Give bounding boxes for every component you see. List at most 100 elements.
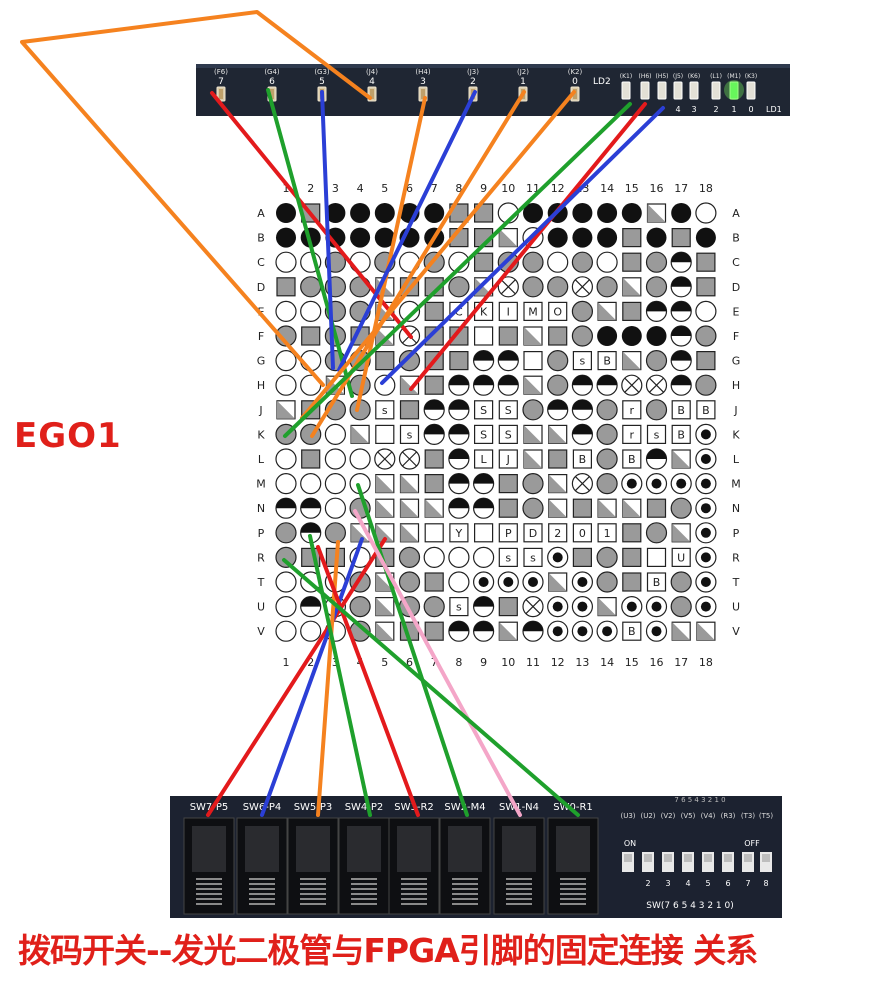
ball-D1 <box>276 277 296 297</box>
ball-half <box>572 375 593 386</box>
ball-half <box>646 449 667 459</box>
ball-B13 <box>572 227 593 248</box>
ball-diagonal <box>598 499 617 518</box>
ball-half <box>473 350 494 361</box>
ball-label: S <box>505 428 512 441</box>
ball-V2 <box>300 620 322 642</box>
grid-column-label: 8 <box>455 656 462 669</box>
ball-L15 <box>622 449 642 469</box>
ball-U17 <box>670 595 692 618</box>
ball-half <box>671 350 692 361</box>
switch-window <box>245 826 279 872</box>
dip-pin-label: (T3) <box>741 812 755 820</box>
ball-D11 <box>522 276 544 298</box>
grid-row-label: E <box>733 305 740 318</box>
grid-column-label: 5 <box>381 182 388 195</box>
switch-label: SW5-P3 <box>294 802 333 813</box>
wire-G4 <box>266 88 354 398</box>
ld1-pin-label: (K6) <box>688 73 700 80</box>
ball-label: I <box>507 305 510 318</box>
ball-C8 <box>448 251 470 273</box>
ball-F12 <box>548 326 568 346</box>
ball-cross <box>574 279 590 295</box>
grid-column-label: 1 <box>283 656 290 669</box>
sw-row-label: SW(7 6 5 4 3 2 1 0) <box>646 901 733 911</box>
ball-B15 <box>622 228 642 248</box>
dip-number-label: 2 <box>645 879 650 888</box>
ball-diagonal <box>400 523 419 542</box>
ball-C12 <box>547 251 569 273</box>
ball-A1 <box>276 203 296 223</box>
ball-dot <box>700 527 711 538</box>
ball-B18 <box>695 227 716 248</box>
switch-ridge <box>351 898 377 900</box>
ld1-number-label: 2 <box>713 105 718 114</box>
ball-half <box>276 498 296 509</box>
fpga-ball-grid: 1122334455667788991010111112121313141415… <box>256 182 741 669</box>
dip-on-label: ON <box>624 839 636 848</box>
ball-diagonal <box>548 425 567 444</box>
switch-ridge <box>560 888 586 890</box>
led-body <box>219 89 223 99</box>
ball-T7 <box>424 572 444 592</box>
ball-half <box>424 399 445 410</box>
switch-ridge <box>452 883 478 885</box>
led-strip-pcb <box>196 64 790 116</box>
grid-row-label: B <box>257 232 265 245</box>
ball-dot <box>602 626 613 637</box>
ball-A3 <box>325 203 346 223</box>
connection-wires <box>20 10 665 817</box>
wire-R2 <box>316 545 420 817</box>
ball-half <box>572 399 593 410</box>
dip-knob <box>624 854 632 862</box>
dip-knob <box>684 854 692 862</box>
wire-J3 <box>337 90 477 372</box>
ld1-pin-label: (K3) <box>745 73 757 80</box>
ball-V15 <box>622 621 642 641</box>
ball-B14 <box>597 227 618 248</box>
wire-P5 <box>206 537 387 817</box>
wire-R1 <box>282 558 580 817</box>
ball-P14 <box>597 523 617 543</box>
wire-M4 <box>356 483 469 817</box>
ball-L13 <box>572 449 593 469</box>
switch-ridge <box>300 878 326 880</box>
grid-column-label: 14 <box>600 656 614 669</box>
ball-M2 <box>300 473 322 495</box>
ball-C11 <box>522 251 544 273</box>
ball-A11 <box>523 203 543 223</box>
ball-U1 <box>275 595 297 618</box>
ball-L14 <box>596 448 618 470</box>
grid-row-label: H <box>257 379 265 392</box>
ball-C13 <box>571 251 594 273</box>
ball-A17 <box>671 203 692 223</box>
ld1-number-label: 4 <box>675 105 680 114</box>
switch-label: SW4-P2 <box>345 802 384 813</box>
switch-window <box>347 826 381 872</box>
ball-half <box>523 621 543 632</box>
ball-D4 <box>349 276 371 298</box>
ball-label: B <box>702 404 710 417</box>
ball-diagonal <box>622 499 641 518</box>
switch-ridge <box>196 898 222 900</box>
ball-diagonal <box>474 277 493 296</box>
ball-K10 <box>498 424 518 444</box>
grid-row-label: G <box>732 355 741 368</box>
switch-ridge <box>401 888 427 890</box>
switch-ridge <box>506 888 532 890</box>
ball-M11 <box>522 473 544 495</box>
ball-K17 <box>671 424 691 444</box>
ball-diagonal <box>524 450 542 468</box>
switch-ridge <box>401 878 427 880</box>
ball-A4 <box>350 203 371 223</box>
ball-B3 <box>325 227 346 248</box>
ball-half <box>448 424 469 435</box>
switch-ridge <box>300 888 326 890</box>
ball-half <box>448 375 469 386</box>
ball-J17 <box>671 400 691 420</box>
ld1-number-label: 0 <box>748 105 753 114</box>
ball-V7 <box>424 621 444 641</box>
grid-column-label: 18 <box>699 182 713 195</box>
grid-column-label: 7 <box>431 656 438 669</box>
